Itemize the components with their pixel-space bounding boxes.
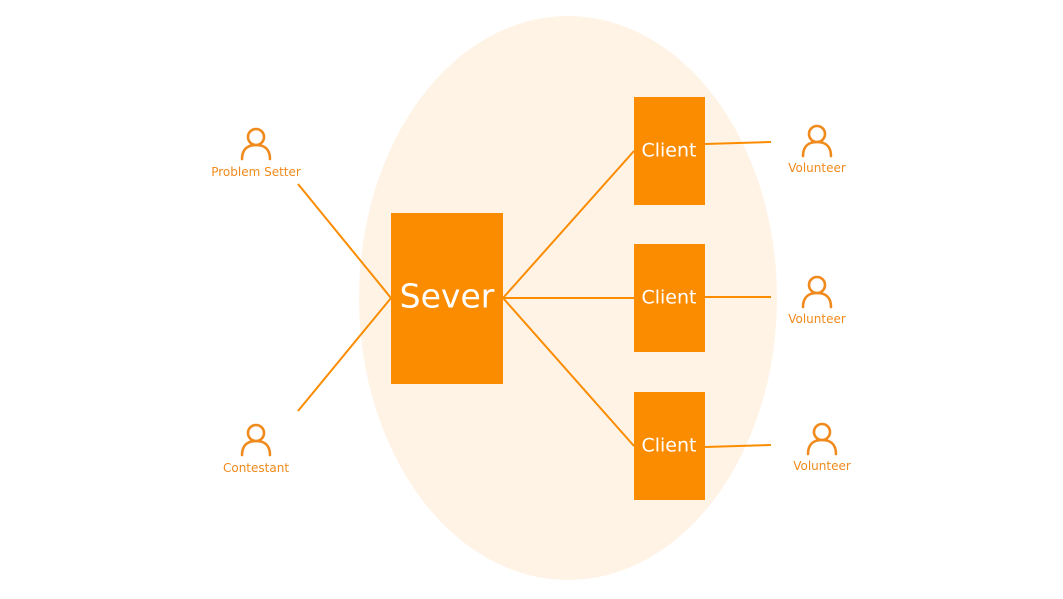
volunteer-label: Volunteer bbox=[788, 312, 846, 326]
line-server-to-client-1 bbox=[502, 150, 635, 299]
client-box bbox=[634, 97, 705, 205]
person-icon bbox=[240, 127, 272, 161]
person-icon bbox=[801, 275, 833, 309]
client-label: Client bbox=[641, 140, 696, 162]
client-box bbox=[634, 244, 705, 352]
person-icon bbox=[806, 422, 838, 456]
volunteer-actor: Volunteer bbox=[788, 124, 846, 175]
client-node: Client bbox=[634, 97, 705, 205]
contestant-actor: Contestant bbox=[223, 423, 289, 475]
line-client-3-to-volunteer bbox=[704, 444, 772, 448]
client-box bbox=[634, 392, 705, 500]
problem-setter-actor: Problem Setter bbox=[211, 127, 301, 179]
server-node: Sever bbox=[391, 213, 503, 384]
server-box bbox=[391, 213, 503, 384]
line-contestant-to-server bbox=[297, 297, 392, 412]
client-node: Client bbox=[634, 244, 705, 352]
volunteer-actor: Volunteer bbox=[793, 422, 851, 473]
client-label: Client bbox=[641, 287, 696, 309]
person-icon bbox=[240, 423, 272, 457]
person-icon bbox=[801, 124, 833, 158]
volunteer-label: Volunteer bbox=[788, 161, 846, 175]
connector-lines bbox=[297, 141, 772, 448]
client-label: Client bbox=[641, 435, 696, 457]
contestant-label: Contestant bbox=[223, 461, 289, 475]
line-problem-setter-to-server bbox=[297, 183, 392, 299]
server-label: Sever bbox=[400, 277, 495, 316]
volunteer-actor: Volunteer bbox=[788, 275, 846, 326]
client-node: Client bbox=[634, 392, 705, 500]
line-server-to-client-3 bbox=[502, 297, 635, 447]
problem-setter-label: Problem Setter bbox=[211, 165, 301, 179]
volunteer-label: Volunteer bbox=[793, 459, 851, 473]
line-client-1-to-volunteer bbox=[704, 141, 772, 145]
